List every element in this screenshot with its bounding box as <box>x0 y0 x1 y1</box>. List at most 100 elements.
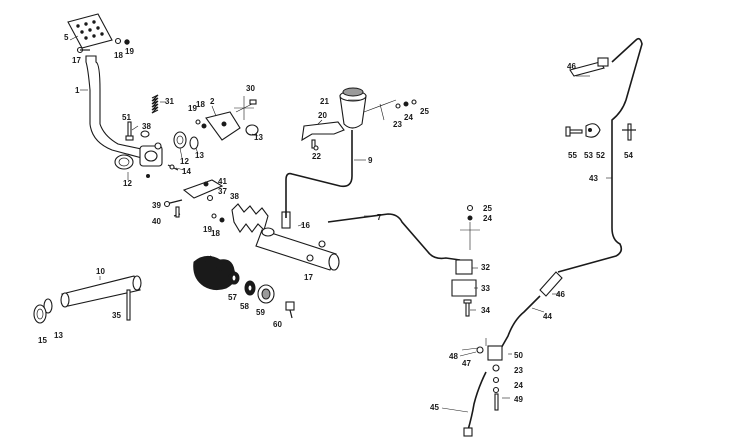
bolt-51 <box>125 121 134 141</box>
callout-18: 18 <box>114 51 123 60</box>
callout-15: 15 <box>38 336 47 345</box>
callout-13: 13 <box>54 331 63 340</box>
hose-clip-52-53 <box>585 123 601 138</box>
pushrod-block <box>182 179 224 202</box>
pedal-nut <box>124 39 130 45</box>
callout-labels: 5 17 18 19 1 31 19 18 2 30 13 51 38 12 1… <box>38 33 633 412</box>
callout-59: 59 <box>256 308 265 317</box>
bracket-screw-22 <box>313 145 319 151</box>
callout-13: 13 <box>195 151 204 160</box>
callout-24: 24 <box>514 381 523 390</box>
callout-18: 18 <box>196 100 205 109</box>
callout-2: 2 <box>210 97 215 106</box>
callout-14: 14 <box>182 167 191 176</box>
connector-fixings <box>492 376 500 411</box>
bolt-39 <box>163 199 183 208</box>
callout-55: 55 <box>568 151 577 160</box>
pedal-bushing-left <box>114 154 134 170</box>
callout-20: 20 <box>318 111 327 120</box>
callout-41: 41 <box>218 177 227 186</box>
callout-5: 5 <box>64 33 69 42</box>
callout-49: 49 <box>514 395 523 404</box>
callout-23: 23 <box>393 120 402 129</box>
callout-32: 32 <box>481 263 490 272</box>
callout-19: 19 <box>188 104 197 113</box>
seal-58 <box>244 280 256 296</box>
callout-1: 1 <box>75 86 80 95</box>
callout-37: 37 <box>218 187 227 196</box>
callout-38: 38 <box>142 122 151 131</box>
callout-56: 56 <box>200 277 209 286</box>
callout-46: 46 <box>567 62 576 71</box>
callout-10: 10 <box>96 267 105 276</box>
callout-57: 57 <box>228 293 237 302</box>
over-centre-spring <box>151 94 159 114</box>
hose-46-bottom <box>539 271 563 297</box>
reservoir-fixings <box>363 99 417 121</box>
callout-33: 33 <box>481 284 490 293</box>
washer-13-mid <box>189 136 199 150</box>
pedal-screw <box>76 46 90 54</box>
callout-24: 24 <box>483 214 492 223</box>
callout-48: 48 <box>449 352 458 361</box>
master-cylinder-boot <box>211 203 269 233</box>
callout-44: 44 <box>543 312 552 321</box>
callout-38: 38 <box>230 192 239 201</box>
callout-30: 30 <box>246 84 255 93</box>
bracket-plate-33 <box>451 279 477 297</box>
callout-53: 53 <box>584 151 593 160</box>
callout-43: 43 <box>589 174 598 183</box>
callout-51: 51 <box>122 113 131 122</box>
callout-50: 50 <box>514 351 523 360</box>
release-shaft <box>60 275 142 308</box>
flex-hose-45 <box>463 371 487 437</box>
bracket-small-parts <box>195 96 257 129</box>
pin-40 <box>173 206 181 218</box>
callout-13: 13 <box>254 133 263 142</box>
callout-9: 9 <box>368 156 373 165</box>
pedal-pad <box>67 13 113 49</box>
callout-17: 17 <box>304 273 313 282</box>
callout-25: 25 <box>420 107 429 116</box>
callout-25: 25 <box>483 204 492 213</box>
callout-31: 31 <box>165 97 174 106</box>
callout-46: 46 <box>556 290 565 299</box>
callout-21: 21 <box>320 97 329 106</box>
callout-24: 24 <box>404 113 413 122</box>
long-pipe-43 <box>557 37 643 273</box>
callout-54: 54 <box>624 151 633 160</box>
pipe-44 <box>499 295 541 351</box>
callout-19: 19 <box>203 225 212 234</box>
callout-35: 35 <box>112 311 121 320</box>
bolt-55 <box>565 126 583 137</box>
bolt-34 <box>463 299 472 317</box>
washer-13-bracket <box>245 124 259 136</box>
callout-12: 12 <box>123 179 132 188</box>
callout-40: 40 <box>152 217 161 226</box>
callout-39: 39 <box>152 201 161 210</box>
bracket-block-32 <box>455 259 473 275</box>
seal-15 <box>33 304 47 324</box>
pin-54 <box>622 123 636 141</box>
callout-19: 19 <box>125 47 134 56</box>
piston-59 <box>257 284 275 304</box>
pedal-hub <box>139 142 163 178</box>
pedal-washer <box>114 37 122 45</box>
seal-57 <box>228 271 240 285</box>
bleed-valve-60 <box>285 301 295 319</box>
bushing-12-right <box>173 131 187 149</box>
callout-23: 23 <box>514 366 523 375</box>
leader-lines <box>69 35 612 413</box>
pedal-lever <box>85 55 147 159</box>
callout-34: 34 <box>481 306 490 315</box>
master-cylinder <box>255 211 340 271</box>
reservoir-bracket <box>301 121 345 149</box>
pressure-pipe <box>327 213 461 261</box>
washer-13-shaft <box>43 298 53 314</box>
callout-47: 47 <box>462 359 471 368</box>
callout-12: 12 <box>180 157 189 166</box>
callout-45: 45 <box>430 403 439 412</box>
callout-16: 16 <box>301 221 310 230</box>
bracket-fixings-top <box>460 204 480 250</box>
